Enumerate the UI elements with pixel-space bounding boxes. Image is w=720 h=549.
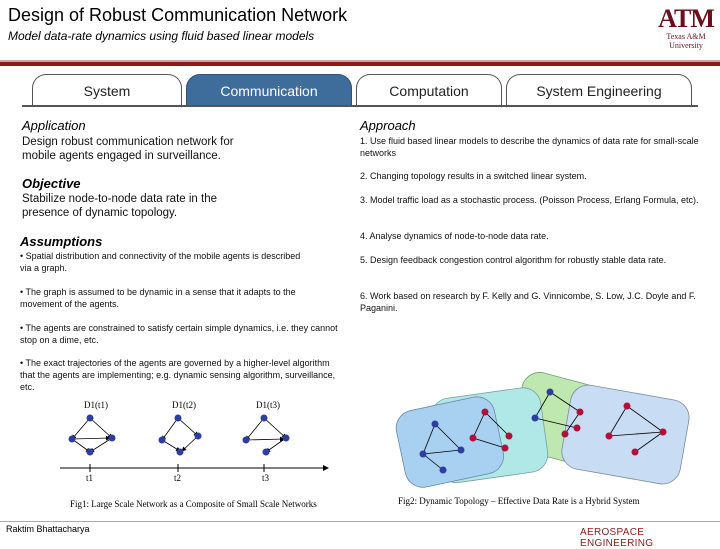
fig1-node	[194, 432, 202, 440]
fig1-label-3: D1(t3)	[256, 400, 280, 410]
fig2-node	[573, 424, 581, 432]
logo-line1: Texas A&M	[666, 32, 706, 41]
header-rule	[0, 60, 720, 66]
assumption-item-2: • The graph is assumed to be dynamic in …	[20, 287, 296, 309]
approach-step-6: 6. Work based on research by F. Kelly an…	[360, 291, 696, 313]
assumptions-heading: Assumptions	[20, 234, 103, 249]
fig1-time-3: t3	[262, 473, 270, 483]
fig1-node	[174, 414, 182, 422]
fig1-node	[282, 434, 290, 442]
fig2-node	[605, 432, 613, 440]
fig1-time-1: t1	[86, 473, 93, 483]
fig2-node	[576, 408, 584, 416]
tab-system-engineering-label: System Engineering	[536, 83, 662, 99]
tab-system-label: System	[83, 83, 131, 99]
fig1-node	[158, 436, 166, 444]
assumption-item-3: • The agents are constrained to satisfy …	[20, 323, 338, 345]
fig2-node	[505, 432, 513, 440]
fig1-node	[68, 435, 76, 443]
approach-step-5: 5. Design feedback congestion control al…	[360, 255, 667, 265]
fig2-node	[561, 430, 569, 438]
fig2-node	[659, 428, 667, 436]
tab-baseline	[22, 105, 698, 107]
fig1-graph-1	[71, 417, 113, 453]
tab-system-engineering[interactable]: System Engineering	[506, 74, 692, 107]
fig1-node	[176, 448, 184, 456]
assumption-item-1: • Spatial distribution and connectivity …	[20, 251, 301, 273]
page-title: Design of Robust Communication Network	[8, 5, 348, 25]
application-heading: Application	[22, 118, 86, 133]
fig2-node	[439, 466, 447, 474]
application-text: Design robust communication network for …	[22, 136, 234, 162]
fig1-label-1: D1(t1)	[84, 400, 108, 410]
university-logo: ATM Texas A&M University	[656, 6, 716, 58]
fig2-node	[481, 408, 489, 416]
fig1-node	[86, 414, 94, 422]
fig1-node	[108, 434, 116, 442]
logo-mark: ATM	[658, 4, 715, 33]
objective-text: Stabilize node-to-node data rate in the …	[22, 193, 217, 219]
approach-step-1: 1. Use fluid based linear models to desc…	[360, 136, 699, 158]
approach-step-3: 3. Model traffic load as a stochastic pr…	[360, 195, 699, 205]
fig1-label-2: D1(t2)	[172, 400, 196, 410]
fig1-graph-diagram: D1(t1) D1(t2) D1(t3)	[60, 400, 329, 483]
fig1-node	[260, 414, 268, 422]
fig2-blob-blue	[395, 396, 504, 488]
fig1-graph-2	[161, 417, 199, 452]
fig2-node	[546, 388, 554, 396]
fig2-node	[531, 414, 539, 422]
fig1-node	[262, 448, 270, 456]
fig2-node	[469, 434, 477, 442]
tab-computation-label: Computation	[389, 83, 469, 99]
tab-communication-label: Communication	[220, 83, 318, 99]
fig2-topology-diagram	[395, 372, 690, 488]
tab-system[interactable]: System	[32, 74, 182, 107]
fig2-node	[501, 444, 509, 452]
fig2-node	[623, 402, 631, 410]
fig1-node	[86, 448, 94, 456]
logo-line2: University	[669, 41, 703, 50]
objective-heading: Objective	[22, 176, 81, 191]
fig2-caption: Fig2: Dynamic Topology – Effective Data …	[398, 496, 640, 506]
tab-computation[interactable]: Computation	[356, 74, 502, 107]
fig2-node	[457, 446, 465, 454]
fig1-caption: Fig1: Large Scale Network as a Composite…	[70, 499, 317, 509]
fig2-node	[419, 450, 427, 458]
footer-department: AEROSPACE ENGINEERING	[580, 527, 654, 549]
fig2-node	[631, 448, 639, 456]
approach-step-4: 4. Analyse dynamics of node-to-node data…	[360, 231, 549, 241]
fig2-node	[431, 420, 439, 428]
page-subtitle: Model data-rate dynamics using fluid bas…	[8, 29, 315, 43]
assumption-item-4: • The exact trajectories of the agents a…	[20, 358, 336, 392]
fig1-node	[242, 436, 250, 444]
footer-author: Raktim Bhattacharya	[6, 524, 90, 534]
approach-heading: Approach	[360, 118, 416, 133]
fig2-edges	[422, 391, 664, 471]
approach-step-2: 2. Changing topology results in a switch…	[360, 171, 587, 181]
footer-rule	[0, 521, 720, 522]
fig1-time-2: t2	[174, 473, 181, 483]
fig1-graph-3	[245, 417, 287, 453]
tab-communication[interactable]: Communication	[186, 74, 352, 107]
